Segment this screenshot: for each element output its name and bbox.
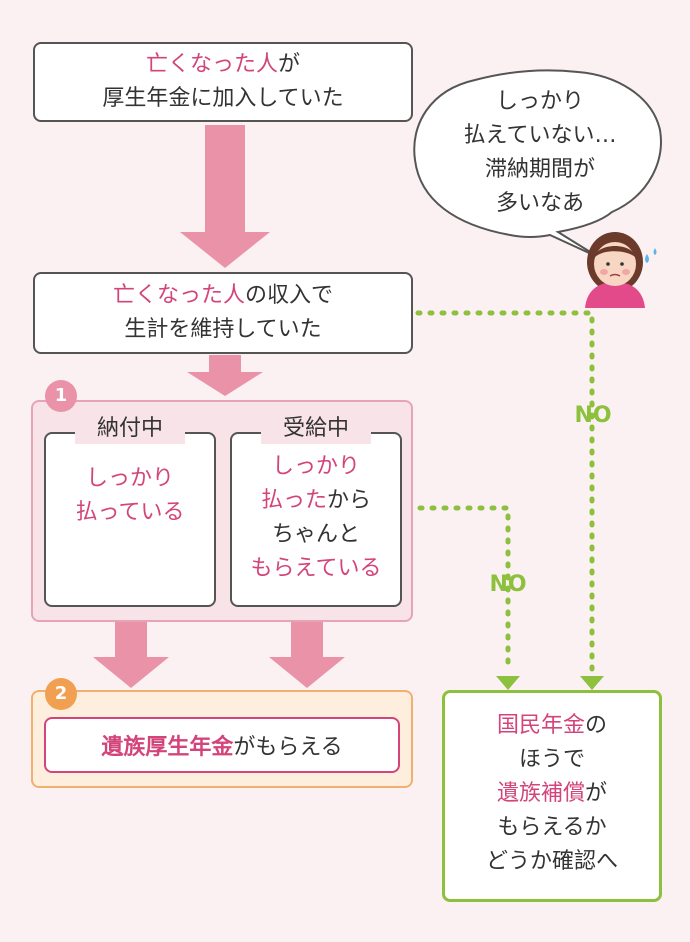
arrow-1 <box>180 125 270 268</box>
condition-box-pension-enrolled: 亡くなった人が 厚生年金に加入していた <box>33 42 413 122</box>
box1-suffix: が <box>278 52 301 77</box>
survivor-pension-term: 遺族厚生年金 <box>101 735 234 760</box>
result-line3-suffix: が <box>585 781 608 806</box>
no-connector-lower <box>417 505 511 675</box>
arrow-2 <box>187 355 263 396</box>
speech-line2: 払えていない… <box>463 123 617 148</box>
result-box-national-pension: 国民年金の ほうで 遺族補償が もらえるか どうか確認へ <box>442 690 662 902</box>
result-survivor-pension: 遺族厚生年金がもらえる <box>44 717 400 773</box>
national-pension-term: 国民年金 <box>496 713 585 738</box>
box1-line2: 厚生年金に加入していた <box>102 86 344 111</box>
deceased-term: 亡くなった人 <box>112 283 245 308</box>
arrow-3a <box>93 622 169 688</box>
no-label-lower: NO <box>489 572 527 597</box>
box2-line2: 生計を維持していた <box>124 317 322 342</box>
no-connector-upper <box>415 310 595 675</box>
card-receiving-line1: しっかり <box>271 454 360 479</box>
card-receiving-line2a: 払った <box>260 488 327 513</box>
worried-woman-illustration <box>585 232 657 308</box>
result-line2: ほうで <box>518 747 585 772</box>
survivor-compensation-term: 遺族補償 <box>496 781 585 806</box>
card-paying-line1: しっかり <box>85 466 174 491</box>
deceased-term: 亡くなった人 <box>145 52 278 77</box>
no-arrowhead-lower <box>496 676 520 690</box>
section-2-badge: 2 <box>45 678 77 710</box>
card-paying-label: 納付中 <box>75 414 185 444</box>
condition-box-livelihood: 亡くなった人の収入で 生計を維持していた <box>33 272 413 354</box>
card-receiving-label: 受給中 <box>261 414 371 444</box>
result-line5: どうか確認へ <box>485 849 618 874</box>
speech-line4: 多いなあ <box>495 191 584 216</box>
speech-line1: しっかり <box>495 89 584 114</box>
box2-suffix: の収入で <box>245 283 334 308</box>
card-receiving-line4: もらえている <box>250 556 382 581</box>
survivor-pension-suffix: がもらえる <box>233 735 343 760</box>
no-arrowhead-upper <box>580 676 604 690</box>
section-1-badge: 1 <box>45 380 77 412</box>
card-paying <box>44 432 216 607</box>
card-receiving-line3: ちゃんと <box>271 522 360 547</box>
no-label-upper: NO <box>574 403 612 428</box>
result-line4: もらえるか <box>497 815 607 840</box>
arrow-3b <box>269 622 345 688</box>
speech-line3: 滞納期間が <box>484 157 595 182</box>
card-paying-line2: 払っている <box>75 500 185 525</box>
card-receiving-line2b: から <box>327 488 372 513</box>
result-line1-suffix: の <box>585 713 608 738</box>
